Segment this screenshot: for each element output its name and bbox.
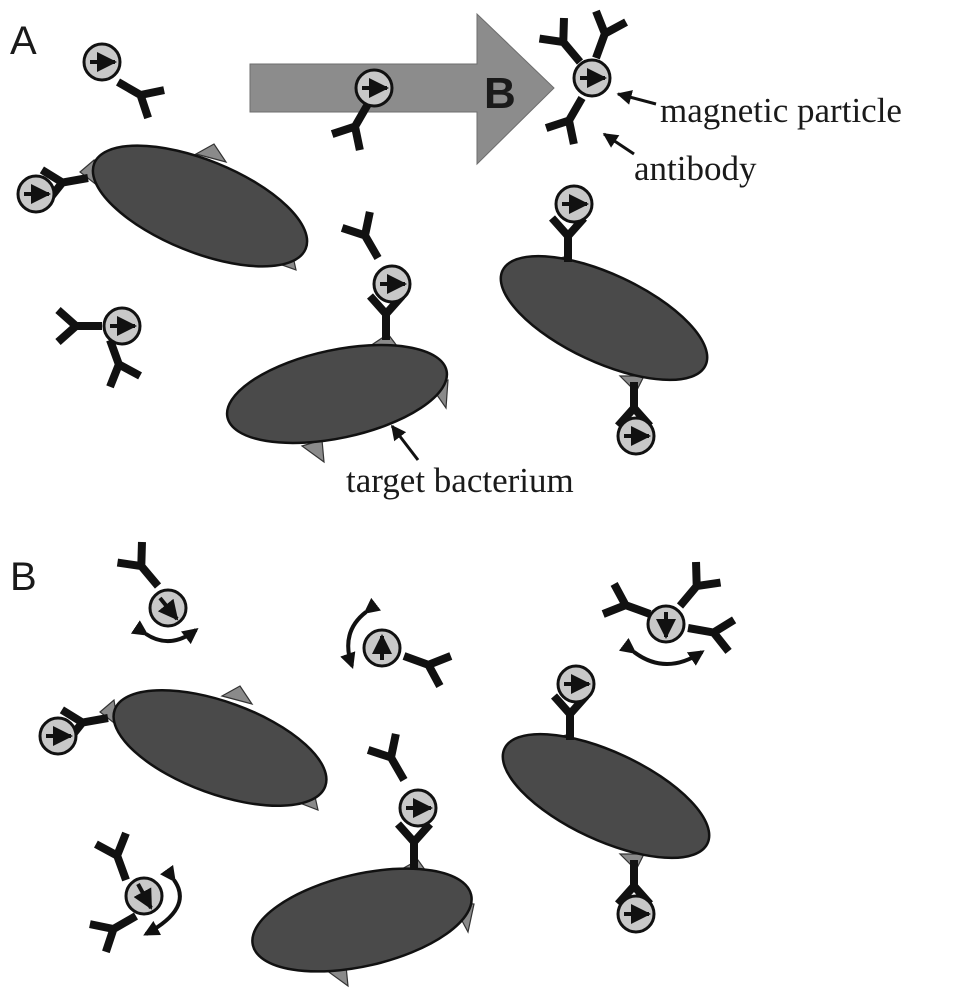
- bound-particle: [618, 860, 654, 932]
- panel-b-letter: B: [10, 555, 37, 599]
- rotation-arrow: [130, 620, 199, 645]
- callout-target-bacterium-text: target bacterium: [346, 461, 574, 500]
- bound-particle: [18, 162, 91, 212]
- bound-particle: [342, 212, 410, 340]
- rotating-particle: [340, 597, 451, 686]
- rotation-arrow: [340, 597, 382, 670]
- free-particle: [84, 44, 164, 118]
- bacterium: [225, 333, 449, 464]
- field-arrow: B: [249, 12, 555, 166]
- bacterium: [251, 859, 475, 988]
- callout-target-bacterium: target bacterium: [346, 424, 574, 500]
- antigen: [220, 685, 254, 705]
- free-particle: [58, 308, 140, 387]
- bound-particle: [368, 734, 436, 868]
- bacterium: [499, 254, 709, 394]
- field-arrow-shape: [249, 12, 555, 166]
- rotating-particle: [90, 833, 182, 952]
- antigen: [194, 143, 228, 163]
- rotating-particle: [603, 562, 734, 666]
- rotation-arrow: [618, 637, 705, 666]
- panel-a: A B: [10, 11, 902, 500]
- multi-antibody-particle: [539, 11, 626, 144]
- callout-magnetic-particle-text: magnetic particle: [660, 91, 902, 130]
- bacterium: [501, 732, 711, 872]
- bound-particle: [552, 186, 592, 262]
- bacterium: [99, 685, 328, 811]
- panel-a-letter: A: [10, 19, 37, 63]
- callout-antibody-text: antibody: [634, 149, 757, 188]
- field-arrow-letter: B: [484, 69, 516, 118]
- bacterium: [79, 143, 309, 271]
- rotating-particle: [117, 542, 199, 645]
- bound-particle: [554, 666, 594, 740]
- callout-antibody: antibody: [602, 132, 757, 188]
- panel-b: B: [10, 542, 734, 988]
- bound-particle: [618, 382, 654, 454]
- callout-magnetic-particle: magnetic particle: [616, 90, 902, 130]
- rotation-arrow: [143, 864, 182, 936]
- bound-particle: [40, 702, 111, 754]
